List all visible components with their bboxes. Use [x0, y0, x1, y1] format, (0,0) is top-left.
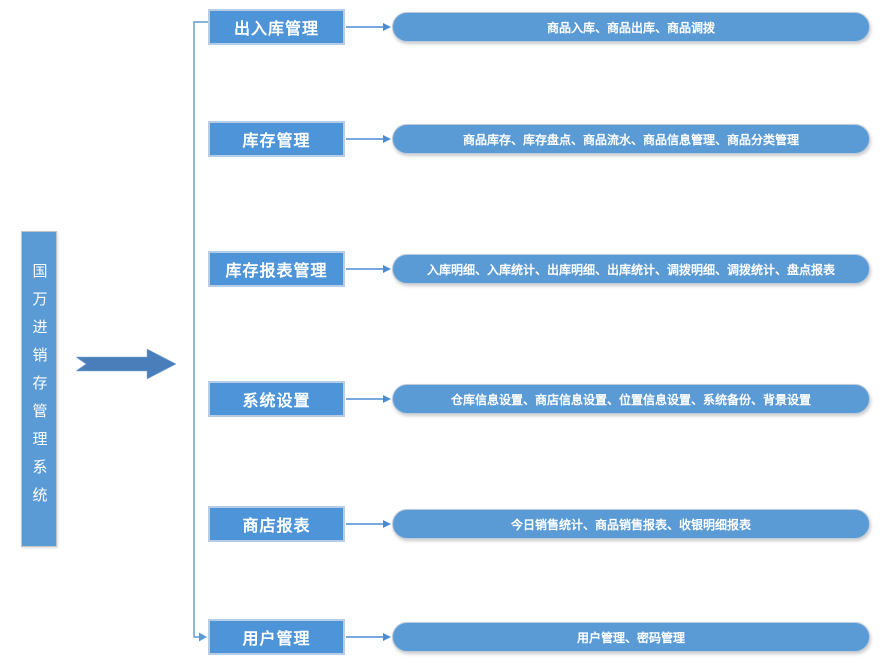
detail-pill-inventory-reports: 入库明细、入库统计、出库明细、出库统计、调拨明细、调拨统计、盘点报表	[392, 254, 870, 284]
branch-box-inventory: 库存管理	[208, 121, 345, 157]
pill-label: 入库明细、入库统计、出库明细、出库统计、调拨明细、调拨统计、盘点报表	[426, 262, 835, 277]
detail-pill-system-settings: 仓库信息设置、商店信息设置、位置信息设置、系统备份、背景设置	[392, 384, 870, 414]
pill-label: 仓库信息设置、商店信息设置、位置信息设置、系统备份、背景设置	[450, 392, 811, 407]
branch-label: 库存报表管理	[225, 263, 328, 280]
branch-box-warehouse-io: 出入库管理	[208, 9, 345, 45]
branch-label: 商店报表	[242, 518, 311, 535]
pill-label: 今日销售统计、商品销售报表、收银明细报表	[510, 517, 751, 532]
branch-box-store-reports: 商店报表	[208, 506, 345, 542]
pill-label: 商品入库、商品出库、商品调拨	[546, 20, 715, 35]
branch-box-system-settings: 系统设置	[208, 381, 345, 417]
branch-arrowhead-icons	[383, 23, 391, 641]
branch-arrow-lines	[346, 26, 383, 638]
detail-pill-user-management: 用户管理、密码管理	[392, 622, 870, 652]
detail-pill-warehouse-io: 商品入库、商品出库、商品调拨	[392, 12, 870, 42]
root-system-label: 国万进销存管理系统	[30, 263, 48, 515]
detail-pill-store-reports: 今日销售统计、商品销售报表、收银明细报表	[392, 509, 870, 539]
branch-box-user-management: 用户管理	[208, 619, 345, 655]
pill-label: 用户管理、密码管理	[576, 630, 685, 645]
detail-pill-inventory: 商品库存、库存盘点、商品流水、商品信息管理、商品分类管理	[392, 124, 870, 154]
branch-box-inventory-reports: 库存报表管理	[208, 251, 345, 287]
elbow-connector-arrowhead-icon	[199, 632, 207, 642]
branch-label: 库存管理	[242, 133, 311, 150]
branch-label: 出入库管理	[233, 21, 319, 38]
root-system-box: 国万进销存管理系统	[21, 231, 57, 547]
branch-label: 系统设置	[242, 393, 311, 410]
elbow-connector-line	[193, 21, 208, 638]
pill-label: 商品库存、库存盘点、商品流水、商品信息管理、商品分类管理	[462, 132, 799, 147]
branch-label: 用户管理	[242, 631, 311, 648]
big-right-arrow-icon	[76, 349, 176, 379]
